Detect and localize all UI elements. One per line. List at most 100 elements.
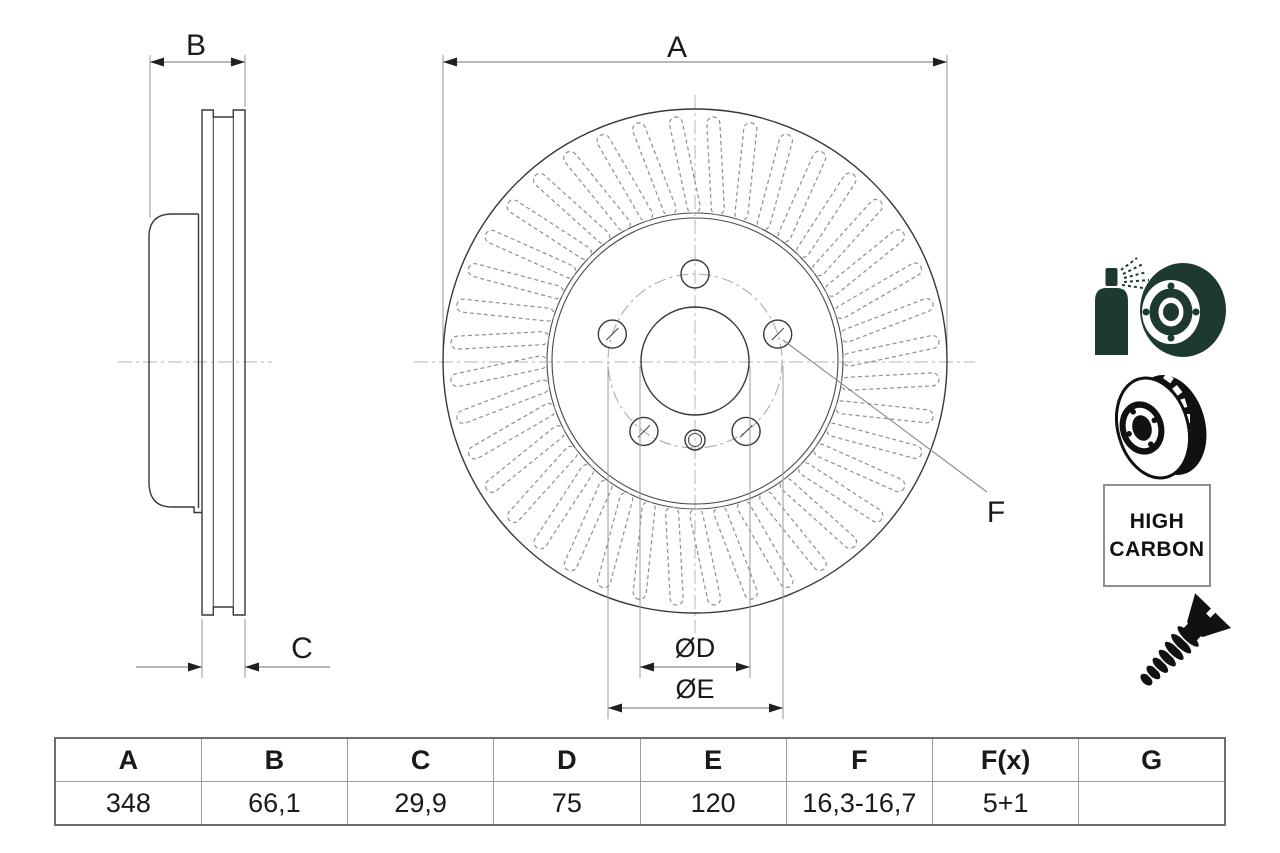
arrowhead <box>245 662 259 672</box>
high-carbon-line2: CARBON <box>1109 537 1205 561</box>
dim-label-c: C <box>291 632 313 665</box>
dim-label-a: A <box>667 31 687 64</box>
high-carbon-line1: HIGH <box>1129 510 1185 534</box>
arrowhead <box>640 662 654 672</box>
vent-slot <box>631 122 677 216</box>
vent-slot <box>798 462 884 523</box>
table-header-row: A B C D E F F(x) G <box>54 737 1226 782</box>
center-bore-circle <box>640 306 750 416</box>
vent-slot <box>756 133 793 230</box>
value-d: 75 <box>493 781 641 826</box>
arrowhead <box>736 662 750 672</box>
vent-slot <box>824 229 906 297</box>
bolt-hole <box>629 416 659 447</box>
vent-slot <box>759 490 827 572</box>
dim-label-d: ØD <box>675 633 716 663</box>
screw-slot <box>1206 605 1219 618</box>
dim-label-f: F <box>987 496 1005 529</box>
vent-slot <box>840 297 934 343</box>
value-fx: 5+1 <box>931 781 1080 826</box>
col-header-e: E <box>639 737 787 782</box>
col-header-g: G <box>1078 737 1226 782</box>
bolt-hole <box>731 416 761 447</box>
bolt-hole <box>597 319 627 349</box>
hole-mark <box>771 327 785 341</box>
col-header-a: A <box>54 737 202 782</box>
vent-slot <box>665 506 684 606</box>
col-header-b: B <box>200 737 349 782</box>
vent-slot <box>450 331 550 350</box>
vent-slot <box>596 133 654 222</box>
vent-slot <box>734 122 758 221</box>
vent-slot <box>456 379 550 425</box>
value-c: 29,9 <box>346 781 495 826</box>
vent-slot <box>779 477 858 550</box>
col-header-d: D <box>493 737 641 782</box>
disc-hub <box>1119 401 1165 455</box>
vent-slot <box>826 422 923 459</box>
coated-rotor-icon <box>1140 263 1226 357</box>
spray-can-icon <box>1095 268 1128 355</box>
side-view: B C <box>118 29 330 678</box>
bolt-hole <box>763 319 793 349</box>
vent-slot <box>533 464 594 550</box>
dimension-table-wrap: A B C D E F F(x) G 348 66,1 29,9 75 120 … <box>54 737 1226 826</box>
vent-slot <box>632 501 656 600</box>
vent-slot <box>563 479 613 572</box>
vent-slot <box>597 492 634 589</box>
vent-slot <box>532 172 611 245</box>
col-header-fx: F(x) <box>931 737 1080 782</box>
bolt-hole <box>680 259 710 289</box>
vent-slot <box>842 334 940 367</box>
dim-label-e: ØE <box>675 674 714 704</box>
vented-disc-icon <box>1115 373 1207 480</box>
value-b: 66,1 <box>200 781 349 826</box>
col-header-c: C <box>346 737 495 782</box>
hat-profile <box>148 213 202 514</box>
dimension-table: A B C D E F F(x) G 348 66,1 29,9 75 120 … <box>54 737 1226 826</box>
outer-diameter-circle <box>442 108 948 614</box>
vent-slot <box>484 425 566 493</box>
vent-slot <box>563 150 631 232</box>
value-g <box>1078 781 1226 826</box>
vent-slot <box>811 198 884 277</box>
vent-slot <box>706 116 725 216</box>
coated-disc-icon <box>1095 257 1226 357</box>
arrowhead <box>150 57 164 67</box>
screw-icon <box>1138 593 1232 688</box>
friction-inner-edge <box>551 217 839 505</box>
vent-slot <box>456 298 555 322</box>
vent-slot <box>777 150 827 243</box>
vent-slot <box>467 402 556 460</box>
leader-line-f <box>782 339 988 493</box>
value-f: 16,3-16,7 <box>785 781 934 826</box>
front-view: A ØD <box>414 31 1005 719</box>
table-value-row: 348 66,1 29,9 75 120 16,3-16,7 5+1 <box>54 781 1226 826</box>
set-screw-hole-inner <box>687 432 703 448</box>
vent-slot <box>835 400 934 424</box>
set-screw-hole <box>684 429 706 451</box>
dim-label-b: B <box>186 29 206 62</box>
vent-slot <box>736 500 794 589</box>
arrowhead <box>188 662 202 672</box>
spray-can-body <box>1095 288 1128 355</box>
vent-slot <box>450 355 548 388</box>
screw-shape <box>1138 593 1232 688</box>
arrowhead <box>933 57 947 67</box>
spray-mist-icon <box>1120 257 1150 289</box>
arrowhead <box>231 57 245 67</box>
value-a: 348 <box>54 781 202 826</box>
col-header-f: F <box>785 737 934 782</box>
vent-slot <box>467 263 564 300</box>
arrowhead <box>443 57 457 67</box>
vent-slot <box>840 372 940 391</box>
brake-disc-technical-drawing: B C A <box>118 29 1005 719</box>
vent-slot <box>713 506 759 600</box>
friction-inner-edge <box>546 212 844 510</box>
arrowhead <box>769 703 783 713</box>
vent-slot <box>834 262 923 320</box>
hole-mark <box>605 327 619 341</box>
value-e: 120 <box>639 781 787 826</box>
high-carbon-badge: HIGH CARBON <box>1103 484 1211 587</box>
bolt-circle <box>607 273 783 449</box>
